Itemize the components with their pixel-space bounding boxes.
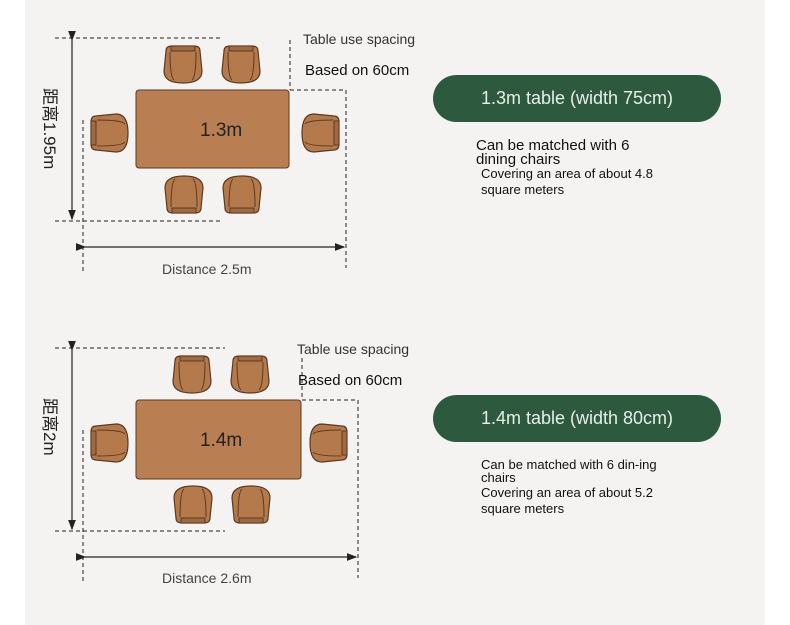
chair-icon (221, 45, 261, 84)
section-1-diagram (55, 30, 347, 272)
table-rect (135, 89, 290, 169)
chair-icon (309, 423, 348, 463)
based-label: Based on 60cm (298, 372, 403, 389)
chair-icon (230, 355, 270, 394)
chair-icon (164, 175, 204, 214)
chairs-text: Can be matched with 6 dining chairs (476, 137, 630, 168)
distance-label: Distance 2.6m (162, 570, 252, 586)
spacing-label: Table use spacing (303, 31, 416, 47)
chair-icon (301, 113, 340, 153)
table-size-label: 1.3m (200, 120, 243, 141)
chair-icon (90, 423, 129, 463)
chair-icon (90, 113, 129, 153)
table-rect (135, 399, 302, 480)
chair-icon (163, 45, 203, 84)
chair-icon (231, 485, 271, 524)
section-2-diagram (55, 340, 359, 582)
table-size-pill: 1.4m table (width 80cm) (433, 395, 721, 442)
height-label: 距离1.95m (40, 88, 59, 170)
spacing-label: Table use spacing (297, 341, 410, 357)
chairs-text: Can be matched with 6 din-ing chairs (481, 457, 657, 485)
height-label: 距离2m (40, 398, 59, 456)
chair-icon (172, 355, 212, 394)
table-size-label: 1.4m (200, 430, 243, 451)
chair-icon (173, 485, 213, 524)
chair-icon (222, 175, 262, 214)
based-label: Based on 60cm (305, 62, 410, 79)
table-size-pill: 1.3m table (width 75cm) (433, 75, 721, 122)
area-text: Covering an area of about 4.8 square met… (481, 166, 654, 197)
area-text: Covering an area of about 5.2 square met… (481, 485, 654, 516)
distance-label: Distance 2.5m (162, 261, 252, 277)
